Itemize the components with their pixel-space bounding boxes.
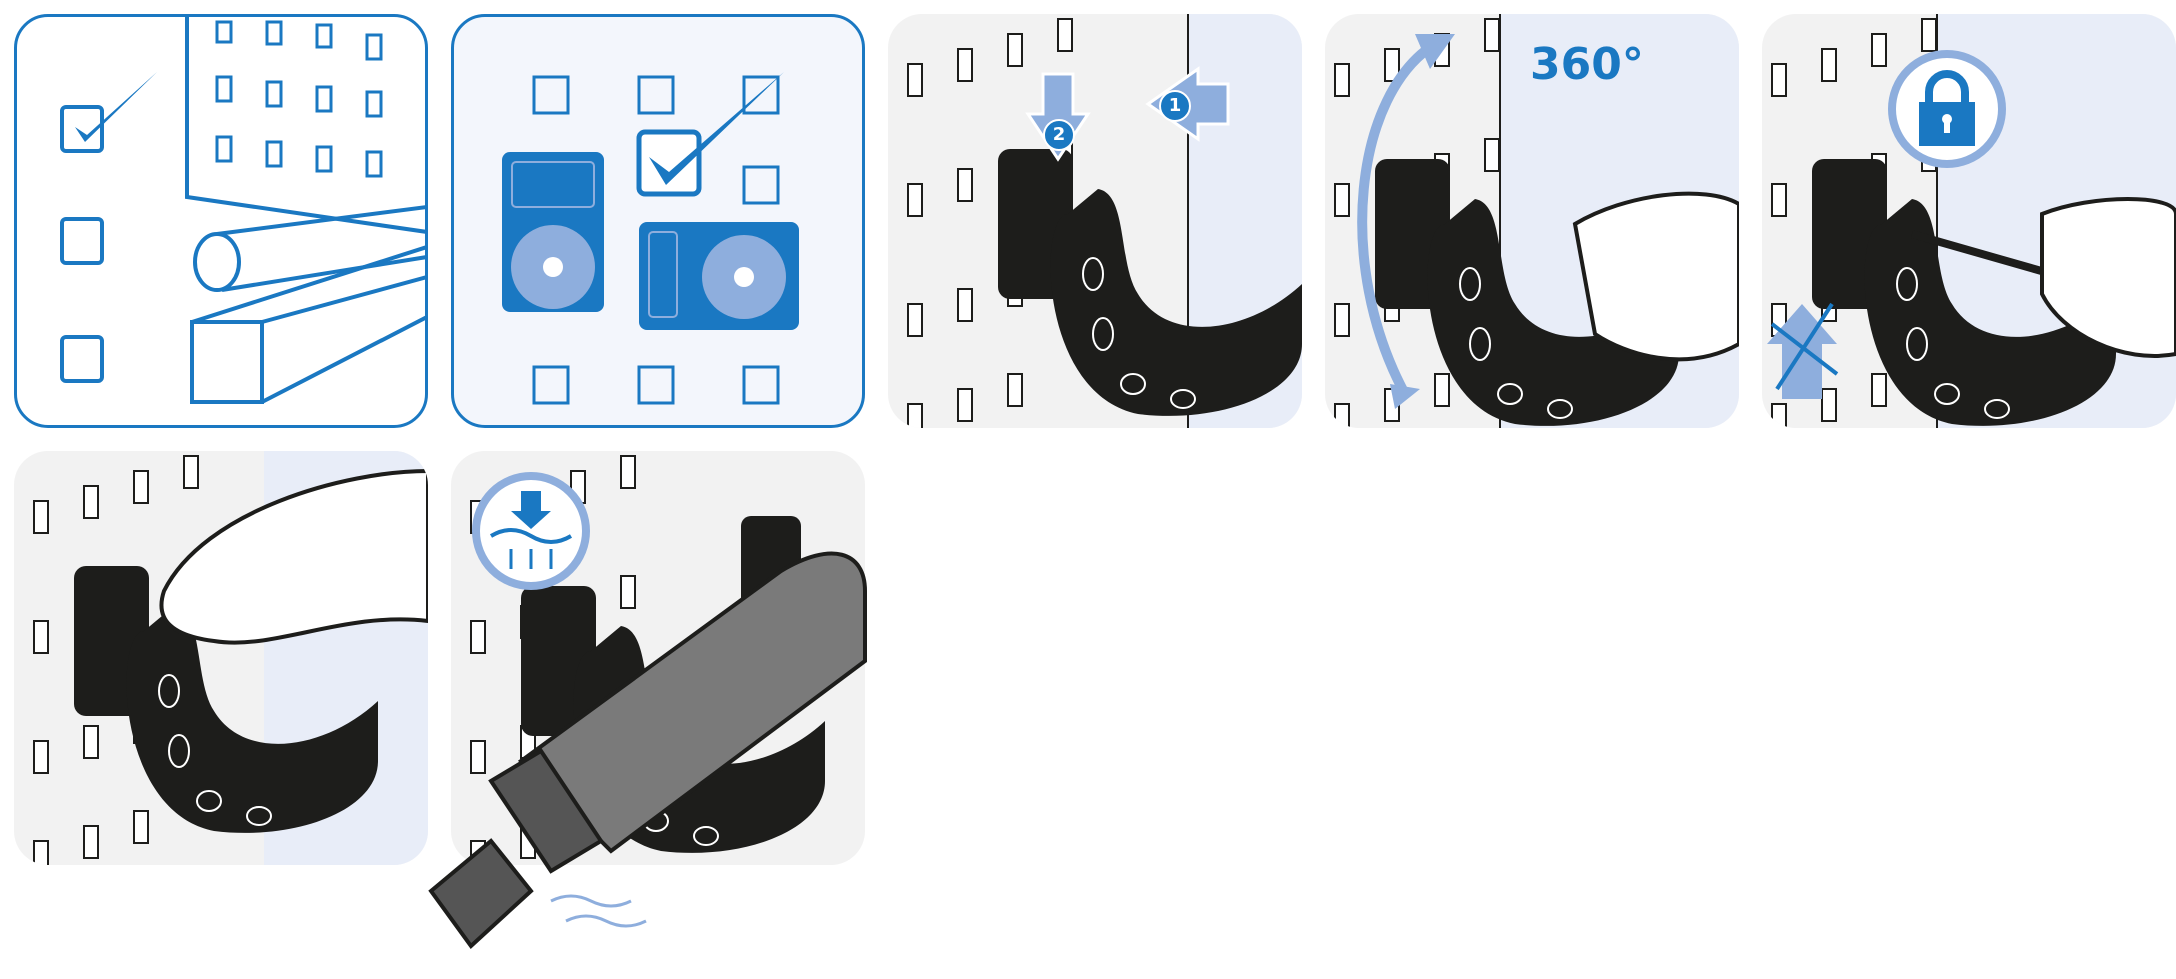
checkmark-icon [649,72,784,185]
lock-icon [1888,50,2006,168]
arrow-label-2: 2 [1043,119,1075,151]
vibration-illustration [428,455,867,949]
checkbox-checked-icon [636,129,702,197]
tube-icon [193,232,241,292]
insert-holder-illustration [907,14,1302,428]
aluminium-profile-icon [190,320,264,404]
vibration-lines-icon [550,894,647,928]
devices-illustration [502,72,799,405]
hand-icon [1572,191,1739,362]
step-6-release [14,451,428,865]
power-tool-icon [428,551,867,949]
step-3-insert-holder: 1 2 [888,14,1302,428]
rotate-illustration [1334,14,1739,428]
checkmark-icon [75,72,157,142]
lock-illustration [1767,14,2176,428]
no-upward-icon [1767,302,1839,399]
checkbox-empty-icon [60,335,104,383]
rotation-arrow-icon [1357,39,1438,397]
rotation-label: 360° [1530,39,1644,90]
step-5-lock [1762,14,2176,428]
hand-icon [159,468,428,645]
device-horizontal-icon [639,222,799,330]
checkbox-empty-icon [60,217,104,265]
device-upright-icon [502,152,604,312]
step-7-vibration-damping [428,451,867,949]
arrow-label-1: 1 [1159,90,1191,122]
step-2-compatible-devices [451,14,865,428]
step-1-mounting-surfaces [14,14,428,428]
hand-icon [2040,197,2176,358]
release-illustration [33,451,428,865]
damping-icon [472,472,590,590]
mounting-surfaces-illustration [60,17,425,404]
step-4-rotate: 360° [1325,14,1739,428]
checkbox-checked-icon [60,105,104,153]
